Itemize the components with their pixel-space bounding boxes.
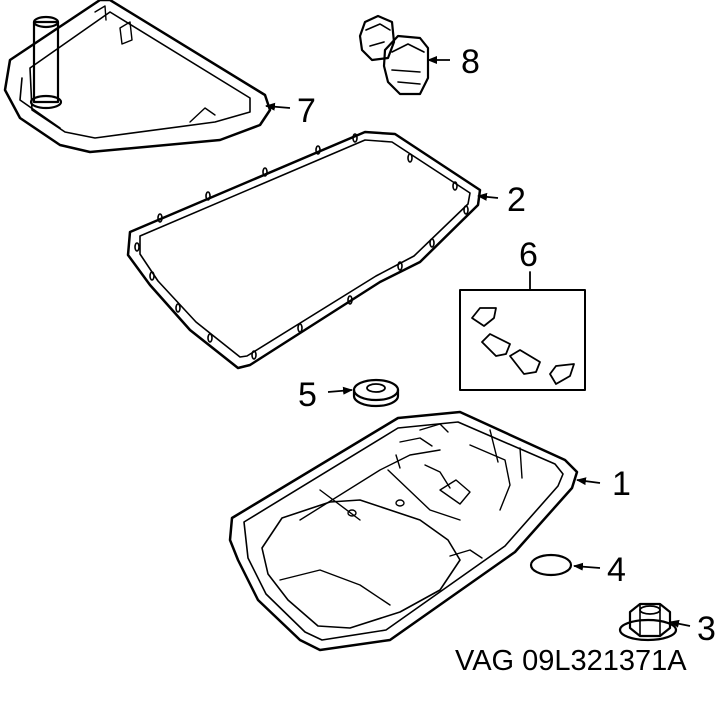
washer-part — [352, 378, 400, 408]
nut-part — [618, 602, 678, 642]
clip-part — [358, 14, 430, 96]
callout-8: 8 — [461, 43, 480, 81]
kit-part — [459, 271, 586, 391]
leader-arrows — [265, 56, 691, 628]
gasket-bolt-holes — [134, 133, 469, 360]
callout-2: 2 — [507, 181, 526, 219]
callout-5: 5 — [298, 376, 317, 414]
leader-arrow-4 — [573, 562, 601, 571]
filter-part — [3, 0, 272, 154]
callout-1: 1 — [612, 465, 631, 503]
callout-4: 4 — [607, 551, 626, 589]
callout-7: 7 — [297, 92, 316, 130]
o-ring-part — [529, 553, 573, 577]
leader-arrow-3 — [669, 619, 691, 628]
callout-6: 6 — [519, 236, 538, 274]
gasket-part — [126, 130, 482, 370]
leader-arrow-7 — [265, 102, 291, 111]
leader-arrow-5 — [327, 386, 353, 395]
leader-arrow-2 — [477, 192, 499, 201]
leader-arrow-1 — [576, 477, 601, 486]
part-number-caption: VAG 09L321371A — [455, 645, 687, 677]
oil-pan-part — [228, 410, 579, 652]
callout-3: 3 — [697, 610, 716, 648]
